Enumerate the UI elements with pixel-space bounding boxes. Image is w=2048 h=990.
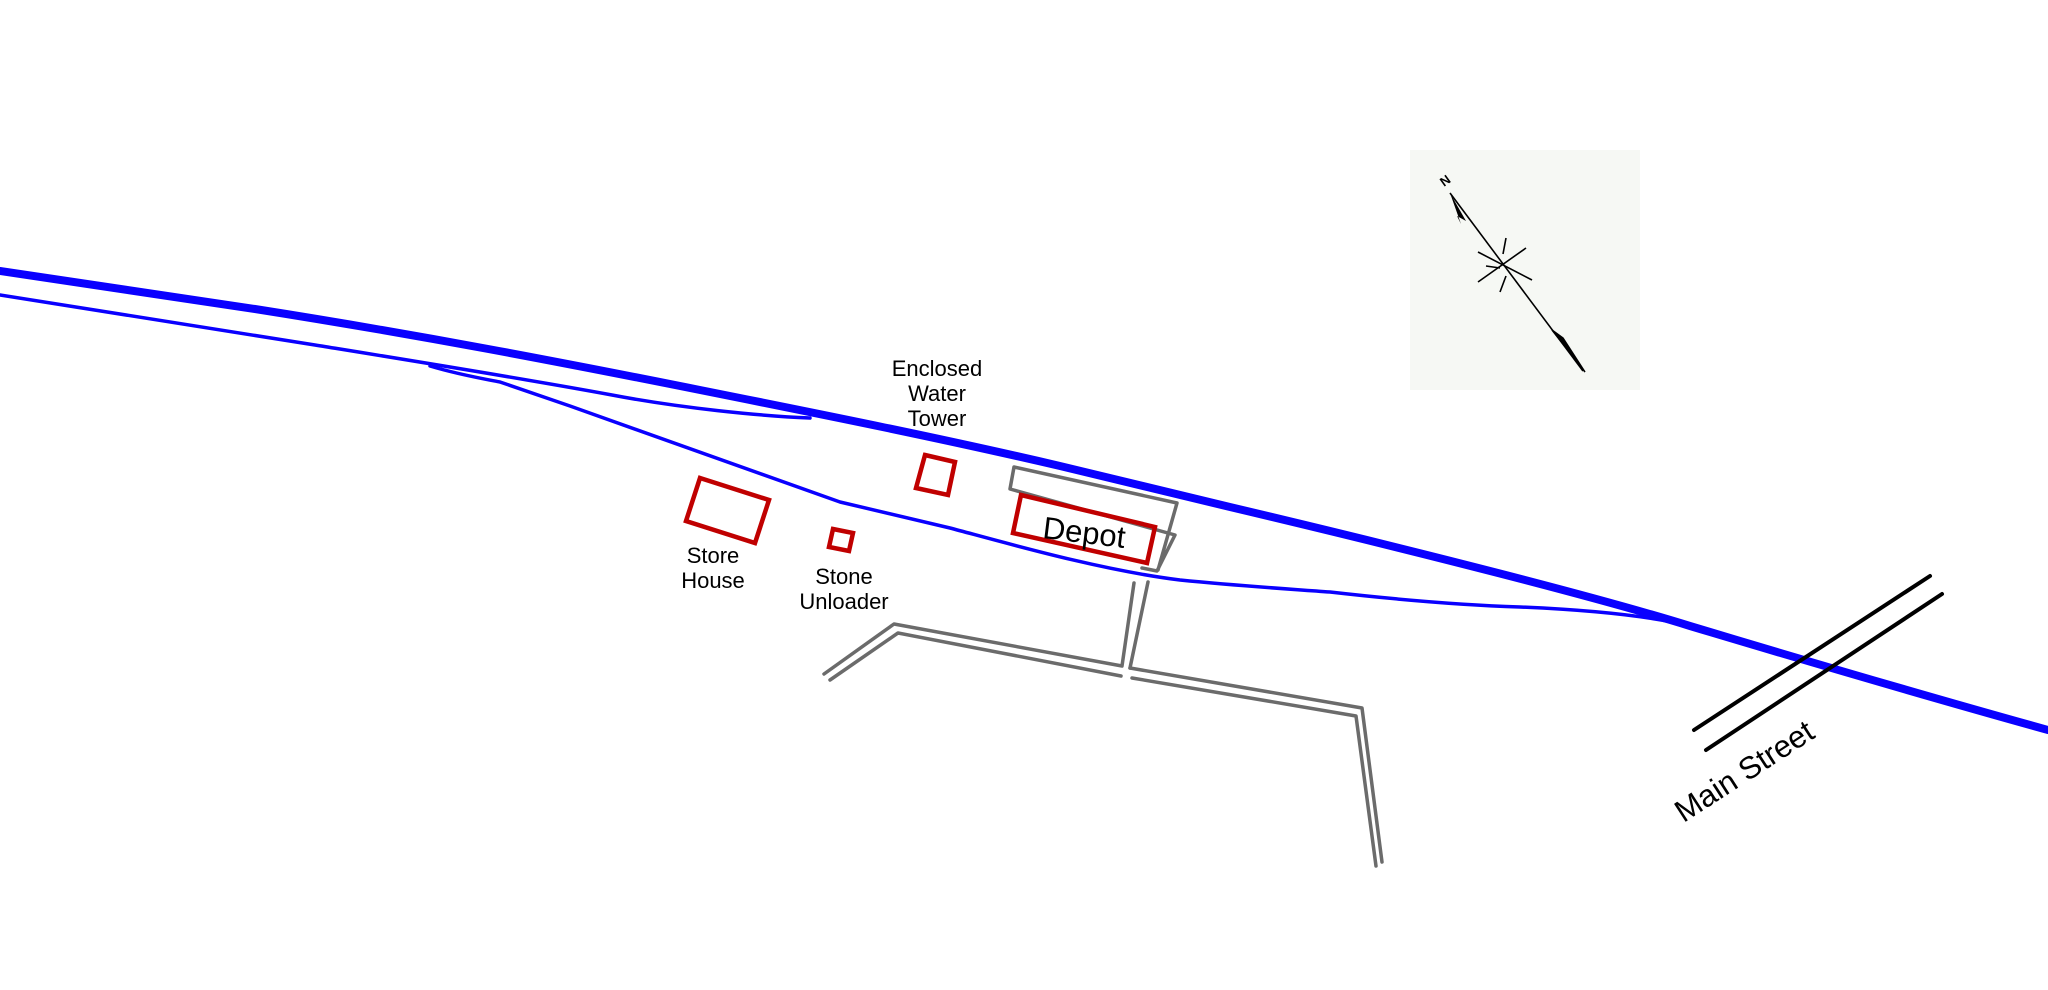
walkway-stem-right [1128,580,1150,670]
platforms-and-walkways [822,465,1384,868]
map-labels: Enclosed Water Tower Store House Stone U… [681,356,1820,829]
depot-siding-track [428,364,1692,628]
compass-cross-e [1499,275,1507,293]
store-house-label-line1: Store [687,543,740,568]
depot-building [1010,492,1158,566]
main-street-road [1692,574,1944,752]
compass-rose-icon: N [1410,150,1640,390]
walkway-inner [828,631,1123,682]
main-street-label: Main Street [1668,713,1820,829]
compass-cross-c [1485,265,1501,269]
water-tower-label-line3: Tower [908,406,967,431]
walkway-long-inner [1130,676,1378,868]
stone-unloader-building [826,526,856,554]
water-tower-label-line2: Water [908,381,966,406]
compass-south-feather [1551,329,1586,373]
railway-tracks [0,267,2048,734]
compass-background [1410,150,1640,390]
store-house-label-line2: House [681,568,745,593]
compass-cross-d [1502,237,1507,255]
store-house-building [683,475,772,546]
main-street-edge-north [1692,574,1932,732]
stone-unloader-label-line2: Unloader [799,589,888,614]
stone-unloader-label-line1: Stone [815,564,873,589]
compass-cross-a [1477,251,1533,281]
walkway-long-outer [1128,666,1384,864]
compass-north-arrowhead [1450,193,1466,224]
water-tower-label-line1: Enclosed [892,356,983,381]
walkway-outer [822,581,1136,676]
compass-cross-b [1477,247,1527,283]
main-line-track [0,267,2048,734]
passing-siding-track [0,293,812,420]
depot-platform-outline [1008,465,1179,573]
main-street-edge-south [1704,592,1944,752]
water-tower-building [913,452,958,498]
buildings [683,452,1158,566]
